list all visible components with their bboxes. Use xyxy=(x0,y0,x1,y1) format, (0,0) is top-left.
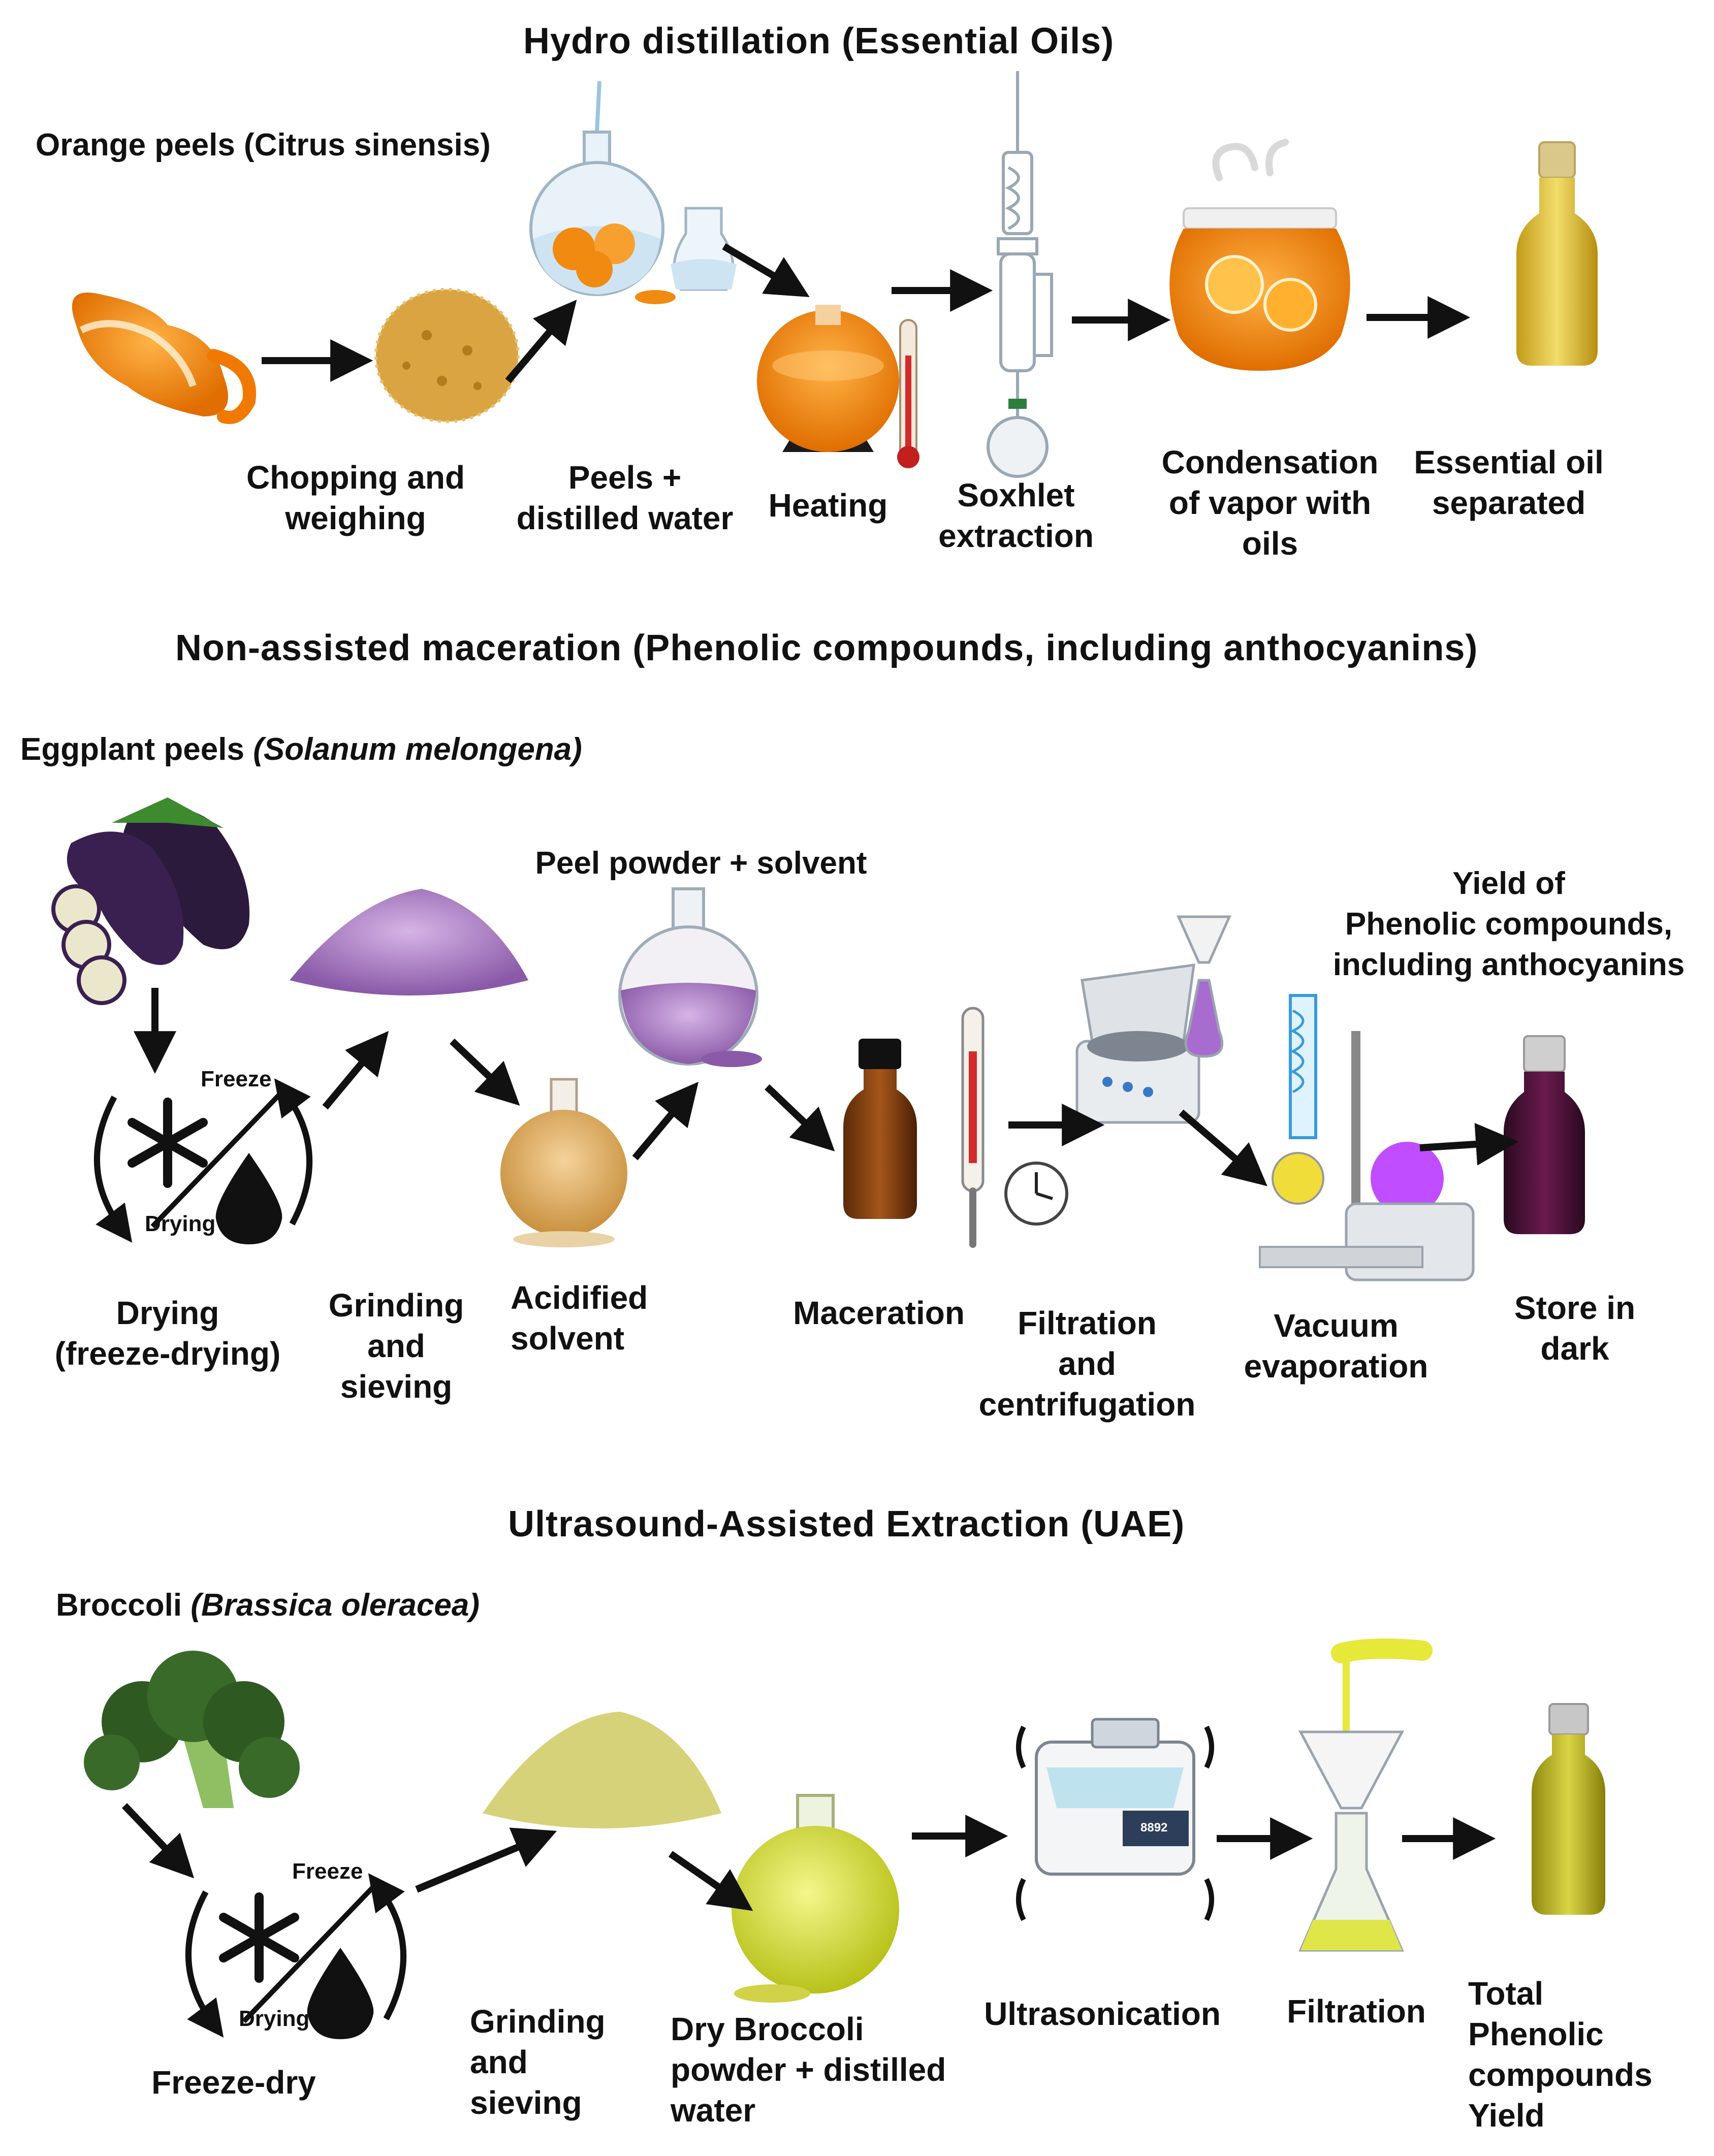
ultrasound-display: 8892 xyxy=(1140,1821,1168,1835)
broccoli-icon xyxy=(84,1651,300,1808)
orange-peel-icon xyxy=(72,293,257,424)
step-label: Acidified solvent xyxy=(511,1279,648,1357)
snowflake-icon xyxy=(128,1098,208,1188)
step-label: Peels + distilled water xyxy=(516,459,734,536)
step-label: Dry Broccoli powder + distilled water xyxy=(671,2011,946,2129)
flow-arrow xyxy=(722,243,810,297)
round-flask-icon xyxy=(732,1794,899,2003)
step-label: Total Phenolic compounds Yield xyxy=(1468,1975,1653,2134)
step-label: Vacuum evaporation xyxy=(1244,1307,1429,1385)
drying-label: Drying xyxy=(145,1211,216,1236)
section-title-maceration: Non-assisted maceration (Phenolic compou… xyxy=(175,628,1478,668)
yield-note: Yield of Phenolic compounds, including a… xyxy=(1332,866,1685,982)
source-label-orange: Orange peels (Citrus sinensis) xyxy=(36,127,491,163)
oil-bottle-icon xyxy=(1516,141,1598,366)
step-label: Drying (freeze-drying) xyxy=(54,1295,281,1372)
freeze-dry-cycle-icon xyxy=(185,1873,407,2039)
freeze-label: Freeze xyxy=(201,1067,272,1091)
round-flask-icon xyxy=(618,887,762,1067)
flow-arrow xyxy=(765,1084,835,1152)
step-label: Store in dark xyxy=(1514,1290,1636,1367)
rotary-evaporator-icon xyxy=(1259,994,1475,1281)
section-title-uae: Ultrasound-Assisted Extraction (UAE) xyxy=(508,1504,1185,1544)
source-label-eggplant: Eggplant peels (Solanum melongena) xyxy=(20,732,582,767)
soxhlet-icon xyxy=(987,71,1053,478)
chopped-peel-icon xyxy=(374,288,520,423)
round-flask-icon xyxy=(500,1078,627,1247)
purple-powder-icon xyxy=(290,889,528,995)
source-label-broccoli: Broccoli (Brassica oleracea) xyxy=(56,1588,480,1623)
yellow-powder-icon xyxy=(483,1712,721,1828)
step-label: Condensation of vapor with oils xyxy=(1161,444,1379,562)
eggplant-icon xyxy=(51,797,250,1005)
dark-bottle-icon xyxy=(1504,1035,1585,1234)
amber-bottle-icon xyxy=(843,1039,917,1219)
clock-icon xyxy=(1004,1162,1068,1226)
funnel-flask-icon xyxy=(1177,915,1231,1058)
flow-arrow xyxy=(450,1038,520,1106)
ultrasonic-bath-icon xyxy=(1016,1718,1214,1921)
round-flask-icon xyxy=(529,81,737,304)
heating-mantle-icon xyxy=(757,305,899,452)
flow-arrow xyxy=(669,1851,753,1911)
freeze-dry-cycle-icon xyxy=(93,1078,313,1244)
water-drop-icon xyxy=(215,1153,282,1244)
flow-arrow xyxy=(1419,1122,1519,1166)
step-label: Soxhlet extraction xyxy=(938,477,1094,554)
step-label: Heating xyxy=(768,487,888,524)
step-label: Essential oil separated xyxy=(1414,444,1604,521)
step-label: Maceration xyxy=(793,1295,965,1331)
step-label: Freeze-dry xyxy=(151,2064,316,2101)
oil-bottle-icon xyxy=(1532,1703,1605,1915)
flow-arrow xyxy=(632,1081,699,1161)
thermometer-icon xyxy=(961,1007,985,1248)
condensation-jar-icon xyxy=(1169,139,1350,371)
freeze-label: Freeze xyxy=(292,1859,363,1884)
water-drop-icon xyxy=(307,1948,374,2039)
flow-arrow xyxy=(121,1803,195,1879)
funnel-flask-icon xyxy=(1298,1638,1433,1952)
drying-label: Drying xyxy=(239,2006,310,2031)
step-label: Filtration and centrifugation xyxy=(978,1305,1196,1423)
thermometer-icon xyxy=(897,319,919,468)
section-title-hydro: Hydro distillation (Essential Oils) xyxy=(523,21,1115,61)
flow-arrow xyxy=(505,300,577,383)
step-label: Filtration xyxy=(1287,1993,1426,2030)
step-label: Grinding and sieving xyxy=(470,2003,606,2121)
step-label: Grinding and sieving xyxy=(328,1287,464,1405)
flow-arrow xyxy=(1179,1109,1267,1186)
step-label: Ultrasonication xyxy=(984,1996,1221,2032)
note-peel-powder: Peel powder + solvent xyxy=(535,846,867,881)
centrifuge-icon xyxy=(1075,963,1200,1124)
snowflake-icon xyxy=(219,1892,299,1983)
flow-arrow xyxy=(415,1827,557,1893)
step-label: Chopping and weighing xyxy=(246,459,465,536)
flow-arrow xyxy=(322,1031,389,1110)
